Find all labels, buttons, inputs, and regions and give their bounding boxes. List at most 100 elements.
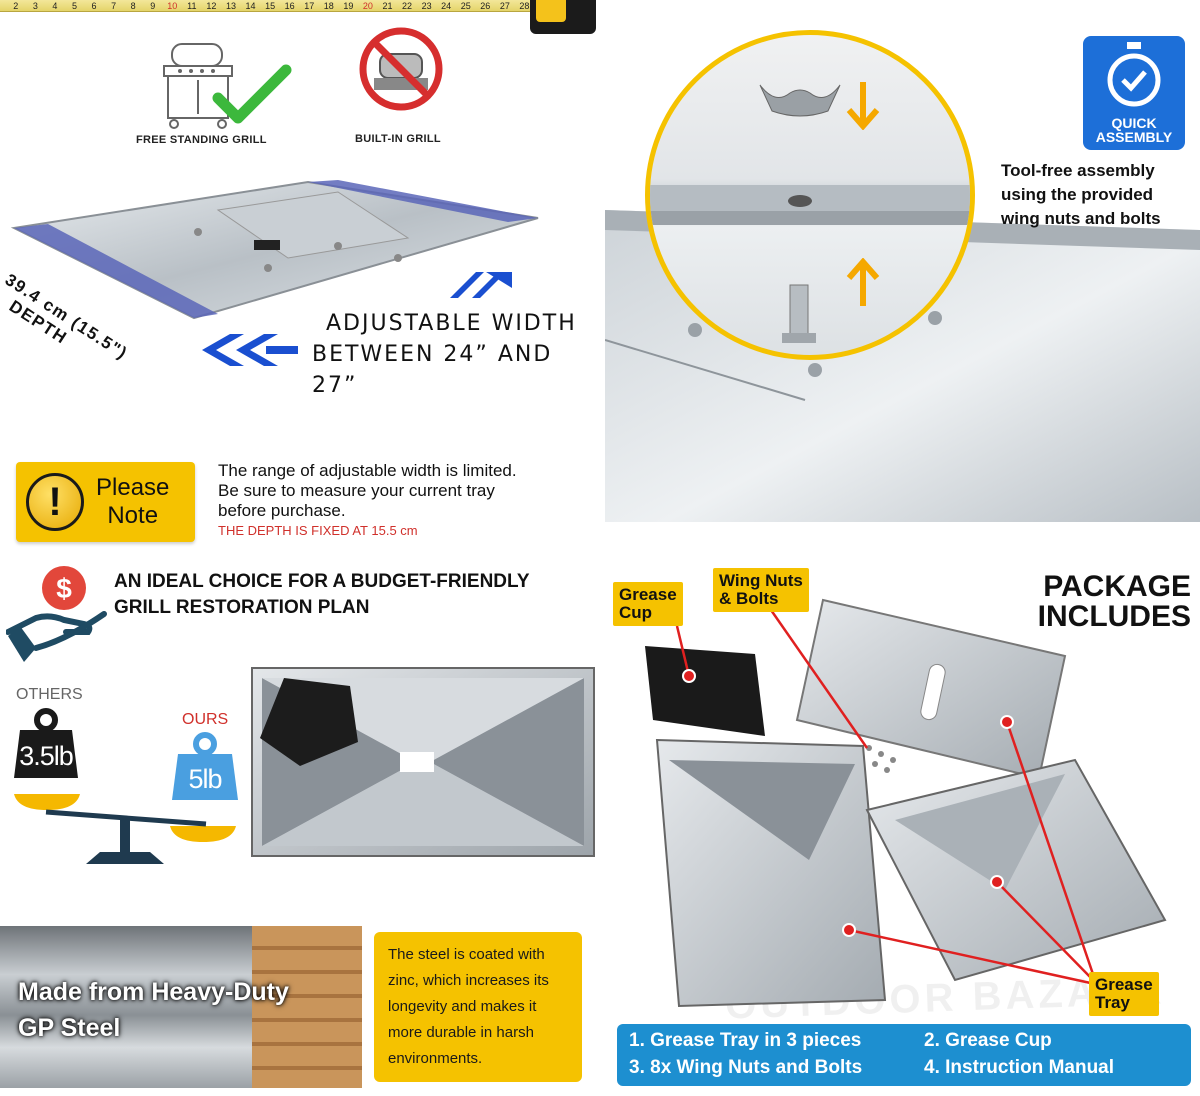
- tool-line2: using the provided: [1001, 185, 1154, 204]
- budget-headline: AN IDEAL CHOICE FOR A BUDGET-FRIENDLY GR…: [114, 569, 600, 621]
- others-label: OTHERS: [16, 686, 83, 703]
- range-line2: Be sure to measure your current tray: [218, 481, 495, 500]
- package-item: 3. 8x Wing Nuts and Bolts: [629, 1057, 863, 1078]
- tool-free-text: Tool-free assembly using the provided wi…: [1001, 159, 1200, 231]
- zinc-line1: The steel is coated with: [388, 946, 545, 963]
- package-item: 4. Instruction Manual: [924, 1057, 1115, 1078]
- note-text-block: The range of adjustable width is limited…: [218, 461, 598, 538]
- depth-fixed-note: THE DEPTH IS FIXED AT 15.5 cm: [218, 523, 418, 538]
- label-wing-nuts: Wing Nuts & Bolts: [713, 568, 809, 612]
- free-standing-label: FREE STANDING GRILL: [136, 134, 267, 146]
- panel-assembly: QUICK ASSEMBLY Tool-free assembly using …: [605, 0, 1200, 522]
- steel-line2: GP Steel: [18, 1014, 121, 1042]
- badge-line1: QUICK: [1111, 115, 1157, 131]
- ours-label: OURS: [182, 711, 229, 728]
- ruler-tick: 8: [130, 0, 136, 11]
- ruler-tick: 17: [304, 0, 315, 11]
- ruler-tick: 21: [382, 0, 393, 11]
- budget-line1: AN IDEAL CHOICE FOR A BUDGET-FRIENDLY: [114, 571, 530, 592]
- others-weight-icon: 3.5lb: [12, 708, 80, 780]
- width-line2: BETWEEN 24” AND 27”: [312, 342, 553, 398]
- note-line1: Please: [96, 474, 170, 501]
- ruler-tick: 19: [343, 0, 354, 11]
- budget-line2: GRILL RESTORATION PLAN: [114, 597, 370, 618]
- prohibited-icon: [358, 26, 444, 112]
- ruler-tick: 24: [441, 0, 452, 11]
- panel-budget: $ AN IDEAL CHOICE FOR A BUDGET-FRIENDLY …: [0, 556, 600, 916]
- exclamation-icon: !: [26, 473, 84, 531]
- package-title-line1: PACKAGE: [1043, 570, 1191, 603]
- ruler-tick: 22: [402, 0, 413, 11]
- arrow-left-icon: [200, 330, 300, 370]
- label-grease-cup: Grease Cup: [613, 582, 683, 626]
- range-line3: before purchase.: [218, 501, 346, 520]
- ruler-tick: 7: [111, 0, 117, 11]
- arrow-down-icon: [845, 80, 881, 131]
- ruler-tick: 5: [71, 0, 77, 11]
- tray-line2: Tray: [1095, 993, 1130, 1012]
- please-note-label: Please Note: [96, 474, 169, 530]
- ruler-tick: 15: [265, 0, 276, 11]
- ruler-tick: 12: [206, 0, 217, 11]
- ruler-tick: 27: [499, 0, 510, 11]
- tray-with-cup-photo: [250, 666, 596, 858]
- ruler-tick: 26: [480, 0, 491, 11]
- package-item: 1. Grease Tray in 3 pieces: [629, 1030, 862, 1051]
- tape-measure: [530, 0, 596, 34]
- nuts-line1: Wing Nuts: [719, 571, 803, 590]
- adjustable-width-caption: ADJUSTABLE WIDTH BETWEEN 24” AND 27”: [312, 308, 600, 401]
- ruler-tick: 4: [52, 0, 58, 11]
- package-title-line2: INCLUDES: [1037, 600, 1191, 633]
- ours-weight: 5lb: [188, 763, 222, 794]
- ruler-tick: 16: [284, 0, 295, 11]
- dollar-hand-icon: $: [5, 562, 110, 662]
- cup-line1: Grease: [619, 585, 677, 604]
- ruler-tick: 3: [32, 0, 38, 11]
- ruler-tick: 18: [323, 0, 334, 11]
- quick-assembly-badge: QUICK ASSEMBLY: [1083, 36, 1185, 150]
- free-standing-grill-icon: [158, 40, 298, 130]
- label-grease-tray: Grease Tray: [1089, 972, 1159, 1016]
- nuts-line2: & Bolts: [719, 589, 779, 608]
- zinc-line5: environments.: [388, 1050, 483, 1067]
- tool-line3: wing nuts and bolts: [1001, 209, 1161, 228]
- badge-line2: ASSEMBLY: [1095, 129, 1173, 145]
- ruler-tick: 20: [362, 0, 373, 11]
- others-weight: 3.5lb: [19, 740, 74, 771]
- zinc-line3: longevity and makes it: [388, 998, 537, 1015]
- zinc-line4: more durable in harsh: [388, 1024, 534, 1041]
- please-note-box: ! Please Note: [16, 462, 195, 542]
- zinc-line2: zinc, which increases its: [388, 972, 549, 989]
- package-contents-bar: 1. Grease Tray in 3 pieces 2. Grease Cup…: [617, 1024, 1191, 1086]
- tray-illustration: [8, 168, 548, 338]
- stopwatch-icon: [1103, 42, 1165, 108]
- range-line1: The range of adjustable width is limited…: [218, 461, 517, 480]
- width-line1: ADJUSTABLE WIDTH: [326, 311, 577, 336]
- zoom-bubble: [645, 30, 975, 360]
- ruler-tick: 2: [13, 0, 19, 11]
- arrow-right-icon: [446, 268, 516, 304]
- package-item: 2. Grease Cup: [924, 1030, 1052, 1051]
- ruler-tick: 9: [150, 0, 156, 11]
- tray-line1: Grease: [1095, 975, 1153, 994]
- checkmark-icon: [212, 64, 292, 124]
- panel-package: OUTDOOR BAZAAR Grease Cup Wing Nut: [605, 560, 1200, 1096]
- package-title: PACKAGE INCLUDES: [985, 572, 1191, 632]
- arrow-up-icon: [845, 257, 881, 308]
- ruler-tick: 14: [245, 0, 256, 11]
- ruler-tick: 23: [421, 0, 432, 11]
- ruler-tick: 6: [91, 0, 97, 11]
- scale-icon: [10, 786, 246, 866]
- ours-weight-icon: 5lb: [170, 732, 240, 802]
- ruler-tick: 28: [519, 0, 530, 11]
- ruler-tick: 10: [167, 0, 178, 11]
- cup-line2: Cup: [619, 603, 653, 622]
- panel-steel: Made from Heavy-Duty GP Steel: [0, 926, 362, 1088]
- wood-edge: [252, 926, 362, 1088]
- steel-line1: Made from Heavy-Duty: [18, 978, 289, 1006]
- steel-title: Made from Heavy-Duty GP Steel: [18, 974, 289, 1046]
- tool-line1: Tool-free assembly: [1001, 161, 1155, 180]
- zinc-description-box: The steel is coated with zinc, which inc…: [374, 932, 582, 1082]
- svg-text:$: $: [56, 573, 72, 604]
